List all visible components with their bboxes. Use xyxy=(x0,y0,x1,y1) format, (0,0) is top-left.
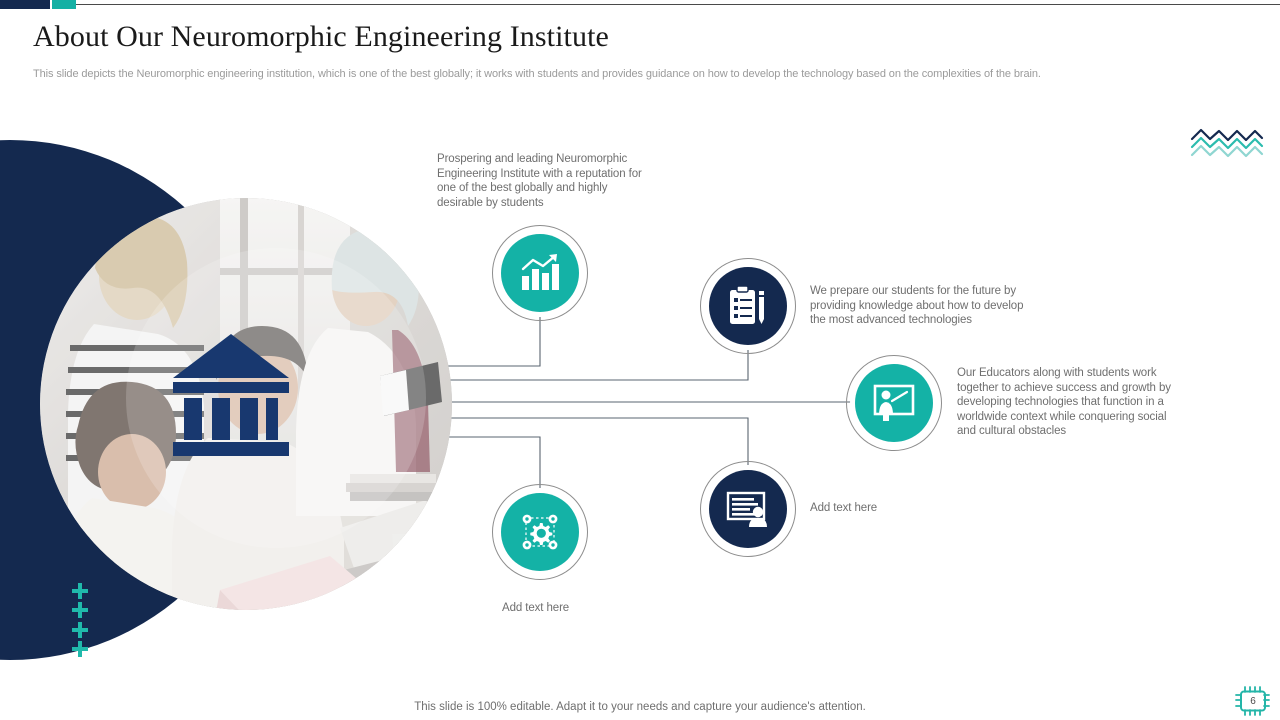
plus-icon xyxy=(72,641,88,657)
footer-note: This slide is 100% editable. Adapt it to… xyxy=(414,701,866,713)
node-teaching-text: Our Educators along with students work t… xyxy=(957,367,1171,437)
node-growth-text: Prospering and leading Neuromorphic Engi… xyxy=(437,153,642,209)
node-circle xyxy=(855,364,933,442)
page-subtitle: This slide depicts the Neuromorphic engi… xyxy=(33,68,1041,80)
plus-icon xyxy=(72,622,88,638)
node-presentation-text: Add text here xyxy=(810,502,878,514)
accent-bar-navy xyxy=(0,0,50,9)
institution-building-icon xyxy=(173,334,289,456)
plus-icon xyxy=(72,602,88,618)
node-presentation[interactable] xyxy=(700,461,796,557)
plus-icon xyxy=(72,583,88,599)
node-gears-text: Add text here xyxy=(502,602,570,614)
gear-network-icon xyxy=(522,514,558,550)
node-teaching[interactable] xyxy=(846,355,942,451)
node-circle xyxy=(501,493,579,571)
page-title: About Our Neuromorphic Engineering Insti… xyxy=(33,20,609,53)
bar-chart-growth-icon xyxy=(521,254,559,290)
node-ring xyxy=(492,225,588,321)
node-ring xyxy=(700,461,796,557)
node-growth[interactable] xyxy=(492,225,588,321)
monitor-presentation-person-icon xyxy=(726,491,767,527)
chip-page-badge-icon xyxy=(1235,686,1270,716)
node-ring xyxy=(492,484,588,580)
node-clipboard-text: We prepare our students for the future b… xyxy=(810,285,1024,326)
page-number: 6 xyxy=(1250,695,1256,707)
accent-bar-teal xyxy=(52,0,76,9)
teacher-whiteboard-icon xyxy=(873,384,915,421)
node-ring xyxy=(700,258,796,354)
node-circle xyxy=(709,267,787,345)
node-clipboard[interactable] xyxy=(700,258,796,354)
node-ring xyxy=(846,355,942,451)
node-gears[interactable] xyxy=(492,484,588,580)
header-rule xyxy=(76,4,1280,5)
zigzag-wave-decoration xyxy=(1190,128,1264,158)
node-circle xyxy=(501,234,579,312)
plus-marks-decoration xyxy=(72,583,94,663)
clipboard-pencil-icon xyxy=(730,285,764,324)
node-circle xyxy=(709,470,787,548)
